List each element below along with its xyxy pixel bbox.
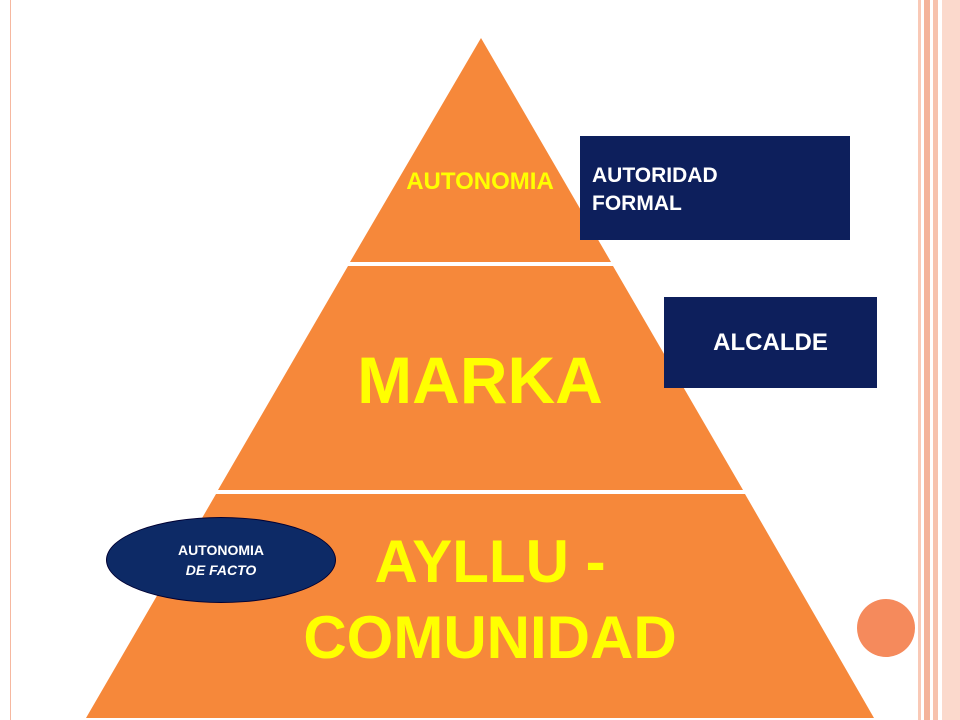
alcalde-label: ALCALDE — [713, 328, 828, 356]
ellipse-line2: DE FACTO — [185, 562, 257, 578]
autoridad-formal-line2: FORMAL — [592, 192, 682, 215]
frame-stripe — [924, 0, 930, 720]
slide-frame-left-line — [10, 0, 11, 720]
ellipse-line1: AUTONOMIA — [177, 542, 265, 558]
tier-top-label: AUTONOMIA — [406, 168, 554, 195]
slide-frame-stripes — [918, 0, 960, 720]
frame-stripe — [933, 0, 938, 720]
alcalde-box: ALCALDE — [664, 297, 877, 388]
tier-bottom-label-line1: AYLLU - — [374, 528, 606, 595]
pyramid-tier-top — [350, 38, 611, 262]
autoridad-formal-line1: AUTORIDAD — [592, 164, 718, 187]
autoridad-formal-box: AUTORIDAD FORMAL — [580, 136, 850, 240]
autonomia-de-facto-ellipse: AUTONOMIA DE FACTO — [106, 517, 336, 603]
frame-stripe — [942, 0, 960, 720]
tier-bottom-label-line2: COMUNIDAD — [303, 604, 677, 671]
decorative-circle — [857, 599, 915, 657]
tier-middle-label: MARKA — [357, 343, 603, 417]
tier-bottom-label: AYLLU - COMUNIDAD — [190, 524, 790, 676]
frame-stripe — [918, 0, 921, 720]
pyramid-tier-middle — [218, 266, 743, 490]
